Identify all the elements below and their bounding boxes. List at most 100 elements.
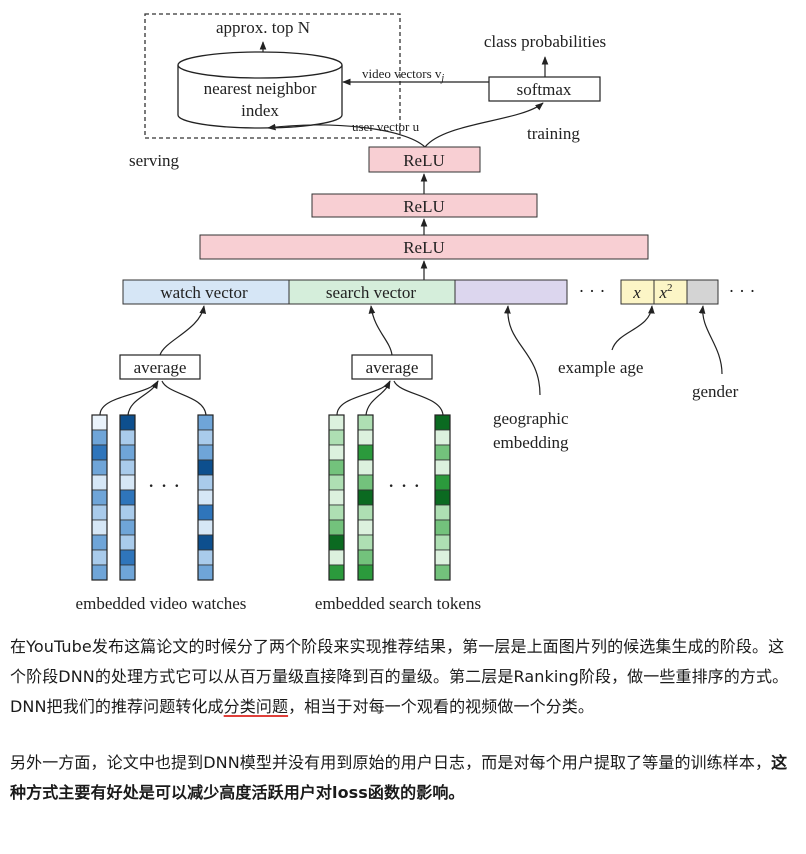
embedding-cell <box>197 474 214 491</box>
embedded-video-watches-label: embedded video watches <box>76 594 247 613</box>
embedding-cell <box>357 474 374 491</box>
embedding-cell <box>119 534 136 551</box>
nearest-neighbor-index-cylinder <box>177 51 343 129</box>
embedding-cell <box>91 429 108 446</box>
embedding-column-1 <box>91 414 108 581</box>
embedding-cell <box>91 504 108 521</box>
paragraph-1-end: ，相当于对每一个观看的视频做一个分类。 <box>288 697 594 716</box>
relu-layer-1 <box>199 234 649 260</box>
example-age-label: example age <box>558 358 643 377</box>
embedding-cell <box>328 444 345 461</box>
embedding-cell <box>328 549 345 566</box>
gender-curve <box>698 305 723 375</box>
geographic-curve <box>504 305 541 396</box>
embedding-cell <box>197 489 214 506</box>
embedding-columns <box>91 414 451 581</box>
embedding-cell <box>357 489 374 506</box>
example-age-curve <box>611 305 655 351</box>
embedding-cell <box>119 459 136 476</box>
training-label: training <box>527 124 580 143</box>
embedding-cell <box>119 489 136 506</box>
embedding-cell <box>434 459 451 476</box>
search-dots: · · · <box>388 473 421 498</box>
gender-label: gender <box>692 382 739 401</box>
paragraph-2: 另外一方面，论文中也提到DNN模型并没有用到原始的用户日志，而是对每个用户提取了… <box>10 748 800 808</box>
embedding-cell <box>119 519 136 536</box>
nn-index-label-line1: nearest neighbor <box>204 79 317 98</box>
example-age-x2-cell <box>653 279 688 305</box>
embedding-cell <box>197 504 214 521</box>
class-probabilities-label: class probabilities <box>484 32 606 51</box>
average-watch-box <box>119 354 201 380</box>
example-age-x-label: x <box>632 283 641 302</box>
embedding-cell <box>357 534 374 551</box>
video-vectors-label: video vectors vj <box>362 66 444 84</box>
watch-dots: · · · <box>148 473 181 498</box>
embedding-cell <box>91 489 108 506</box>
embedding-cell <box>357 519 374 536</box>
embedding-cell <box>357 444 374 461</box>
user-vector-curve-to-index <box>267 123 426 148</box>
embedding-cell <box>119 414 136 431</box>
embedding-cell <box>91 474 108 491</box>
embedding-cell <box>197 564 214 581</box>
watch-vector-label: watch vector <box>160 283 248 302</box>
embedding-cell <box>328 504 345 521</box>
embedding-cell <box>434 414 451 431</box>
relu-layer-3-label: ReLU <box>403 151 445 170</box>
arrow-average-to-watch-vector <box>159 305 207 356</box>
embedding-cell <box>119 564 136 581</box>
article-text: 在YouTube发布这篇论文的时候分了两个阶段来实现推荐结果，第一层是上面图片列… <box>10 632 800 834</box>
average-watch-label: average <box>134 358 187 377</box>
embedding-cell <box>357 459 374 476</box>
embedding-cell <box>197 444 214 461</box>
embedding-cell <box>91 444 108 461</box>
embedding-cell <box>434 444 451 461</box>
embedding-cell <box>357 414 374 431</box>
arrow-average-to-search-vector <box>368 305 393 356</box>
embedding-cell <box>357 564 374 581</box>
embedding-cell <box>197 459 214 476</box>
embedding-cell <box>91 459 108 476</box>
embedding-column-2 <box>119 414 136 581</box>
embedding-cell <box>328 489 345 506</box>
embedding-cell <box>91 519 108 536</box>
embedding-cell <box>197 549 214 566</box>
embedding-cell <box>119 549 136 566</box>
embedding-cell <box>197 429 214 446</box>
embedding-cell <box>328 429 345 446</box>
embedding-column-4 <box>328 414 345 581</box>
embedding-cell <box>434 429 451 446</box>
paragraph-1: 在YouTube发布这篇论文的时候分了两个阶段来实现推荐结果，第一层是上面图片列… <box>10 632 800 722</box>
embedding-cell <box>197 534 214 551</box>
nn-index-label-line2: index <box>241 101 279 120</box>
geographic-embedding-label-line1: geographic <box>493 409 569 428</box>
example-age-x2-label: x2 <box>658 282 672 302</box>
embedding-cell <box>434 474 451 491</box>
embedding-cell <box>434 564 451 581</box>
gender-cell <box>686 279 719 305</box>
embedding-cell <box>434 519 451 536</box>
embedding-column-3 <box>197 414 214 581</box>
relu-layer-1-label: ReLU <box>403 238 445 257</box>
classification-highlight: 分类问题 <box>223 697 289 716</box>
embedding-cell <box>357 429 374 446</box>
relu-layer-2-label: ReLU <box>403 197 445 216</box>
user-vector-label: user vector u <box>352 119 420 134</box>
embedding-cell <box>328 474 345 491</box>
embedded-search-tokens-label: embedded search tokens <box>315 594 481 613</box>
paragraph-2-text: 另外一方面，论文中也提到DNN模型并没有用到原始的用户日志，而是对每个用户提取了… <box>10 753 772 772</box>
relu-layer-3 <box>368 146 481 173</box>
embedding-cell <box>119 429 136 446</box>
embedding-cell <box>91 549 108 566</box>
serving-label: serving <box>129 151 180 170</box>
search-embedding-curves <box>336 380 444 416</box>
embedding-column-5 <box>357 414 374 581</box>
embedding-cell <box>197 414 214 431</box>
embedding-cell <box>434 549 451 566</box>
geographic-embedding-segment <box>454 279 568 305</box>
embedding-cell <box>434 489 451 506</box>
embedding-cell <box>119 474 136 491</box>
softmax-box <box>488 76 601 102</box>
embedding-cell <box>328 414 345 431</box>
